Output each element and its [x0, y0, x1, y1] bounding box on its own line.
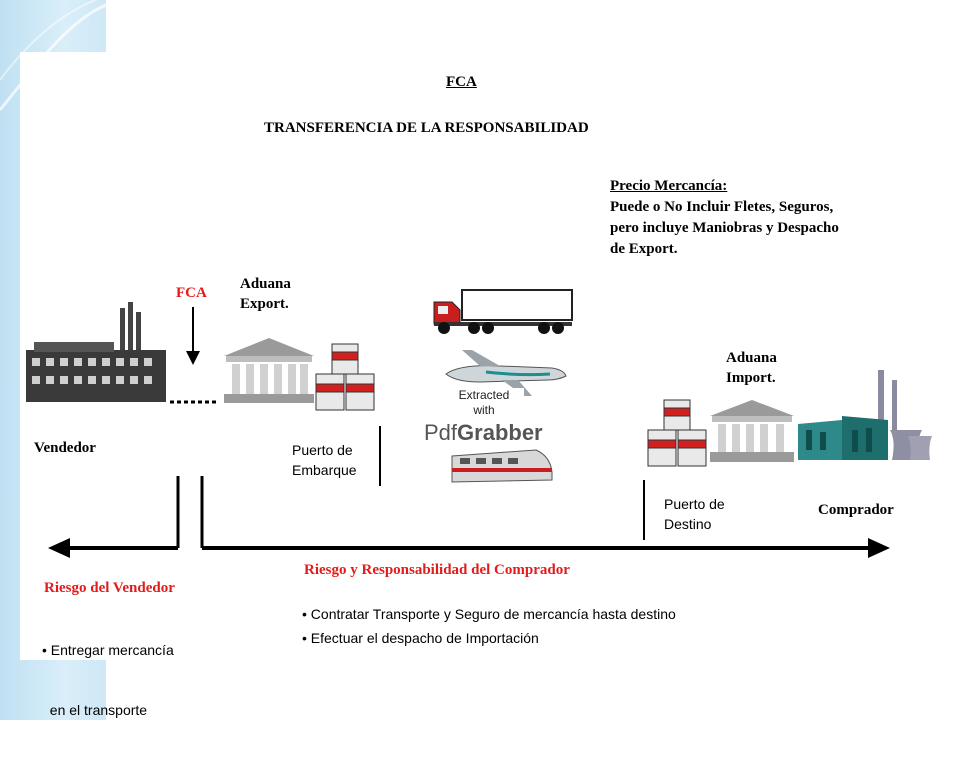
watermark-line: Extracted	[458, 388, 510, 402]
watermark-line: with	[473, 403, 495, 417]
watermark: Extracted with	[444, 388, 524, 418]
seller-risk-list: • Entregar mercancía en el transporte	[42, 600, 174, 760]
customs-import-label: Aduana Import.	[726, 348, 777, 388]
dotted-handover-line	[170, 400, 216, 404]
right-arrowhead-icon	[868, 538, 890, 558]
port-shipment-bracket	[379, 426, 381, 486]
watermark-brand-a: Pdf	[424, 420, 458, 445]
fca-marker-label: FCA	[176, 285, 207, 301]
background-decoration	[0, 0, 107, 111]
port-shipment-line: Puerto de	[292, 442, 353, 458]
customs-export-label: Aduana Export.	[240, 274, 291, 314]
port-shipment-line: Embarque	[292, 462, 357, 478]
customs-export-line: Export.	[240, 296, 289, 312]
customs-building-icon	[224, 338, 314, 403]
watermark-brand-b: Grabber	[457, 420, 543, 445]
price-line: Puede o No Incluir Fletes, Seguros,	[610, 199, 834, 215]
diagram-slide: FCA TRANSFERENCIA DE LA RESPONSABILIDAD …	[20, 52, 938, 718]
industrial-plant-icon	[798, 370, 932, 460]
train-icon	[451, 449, 553, 483]
price-heading: Precio Mercancía:	[610, 178, 728, 194]
customs-import-line: Import.	[726, 370, 776, 386]
diagram-title: FCA	[446, 74, 477, 90]
price-line: pero incluye Maniobras y Despacho	[610, 220, 839, 236]
diagram-subtitle: TRANSFERENCIA DE LA RESPONSABILIDAD	[264, 120, 589, 136]
port-destination-line: Puerto de	[664, 496, 725, 512]
buyer-risk-item: • Efectuar el despacho de Importación	[302, 630, 539, 646]
customs-import-line: Aduana	[726, 350, 777, 366]
seller-label: Vendedor	[34, 440, 96, 456]
port-destination-bracket	[643, 480, 645, 540]
risk-timeline	[48, 476, 890, 558]
seller-risk-heading: Riesgo del Vendedor	[44, 580, 175, 596]
left-arrowhead-icon	[48, 538, 70, 558]
watermark-brand: PdfGrabber	[424, 420, 543, 446]
port-destination-line: Destino	[664, 516, 712, 532]
customs-building-icon	[710, 400, 794, 462]
buyer-risk-list: • Contratar Transporte y Seguro de merca…	[302, 602, 676, 650]
buyer-risk-item: • Contratar Transporte y Seguro de merca…	[302, 606, 676, 622]
seller-risk-item: en el transporte	[42, 702, 148, 718]
seller-risk-item: • Entregar mercancía	[42, 642, 174, 658]
fca-down-arrow-icon	[186, 307, 200, 365]
barrels-icon	[315, 343, 375, 411]
buyer-risk-heading: Riesgo y Responsabilidad del Comprador	[304, 562, 570, 578]
customs-export-line: Aduana	[240, 276, 291, 292]
price-note: Precio Mercancía: Puede o No Incluir Fle…	[610, 176, 839, 260]
truck-icon	[433, 289, 573, 334]
airplane-icon	[445, 350, 567, 396]
port-shipment-label: Puerto de Embarque	[292, 440, 357, 480]
price-line: de Export.	[610, 241, 678, 257]
port-destination-label: Puerto de Destino	[664, 494, 725, 534]
buyer-label: Comprador	[818, 502, 894, 518]
factory-icon	[26, 302, 166, 402]
barrels-icon	[647, 399, 707, 467]
